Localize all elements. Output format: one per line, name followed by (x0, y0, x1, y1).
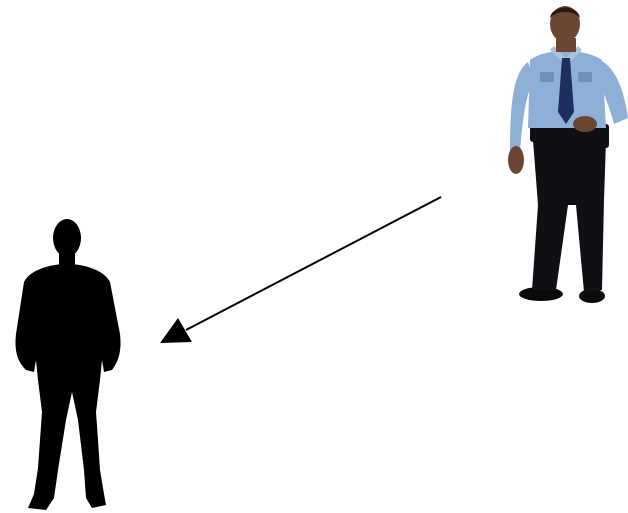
uniformed-security-officer-icon (440, 6, 628, 308)
person-silhouette-icon (15, 219, 120, 510)
arrow-icon (160, 197, 441, 343)
